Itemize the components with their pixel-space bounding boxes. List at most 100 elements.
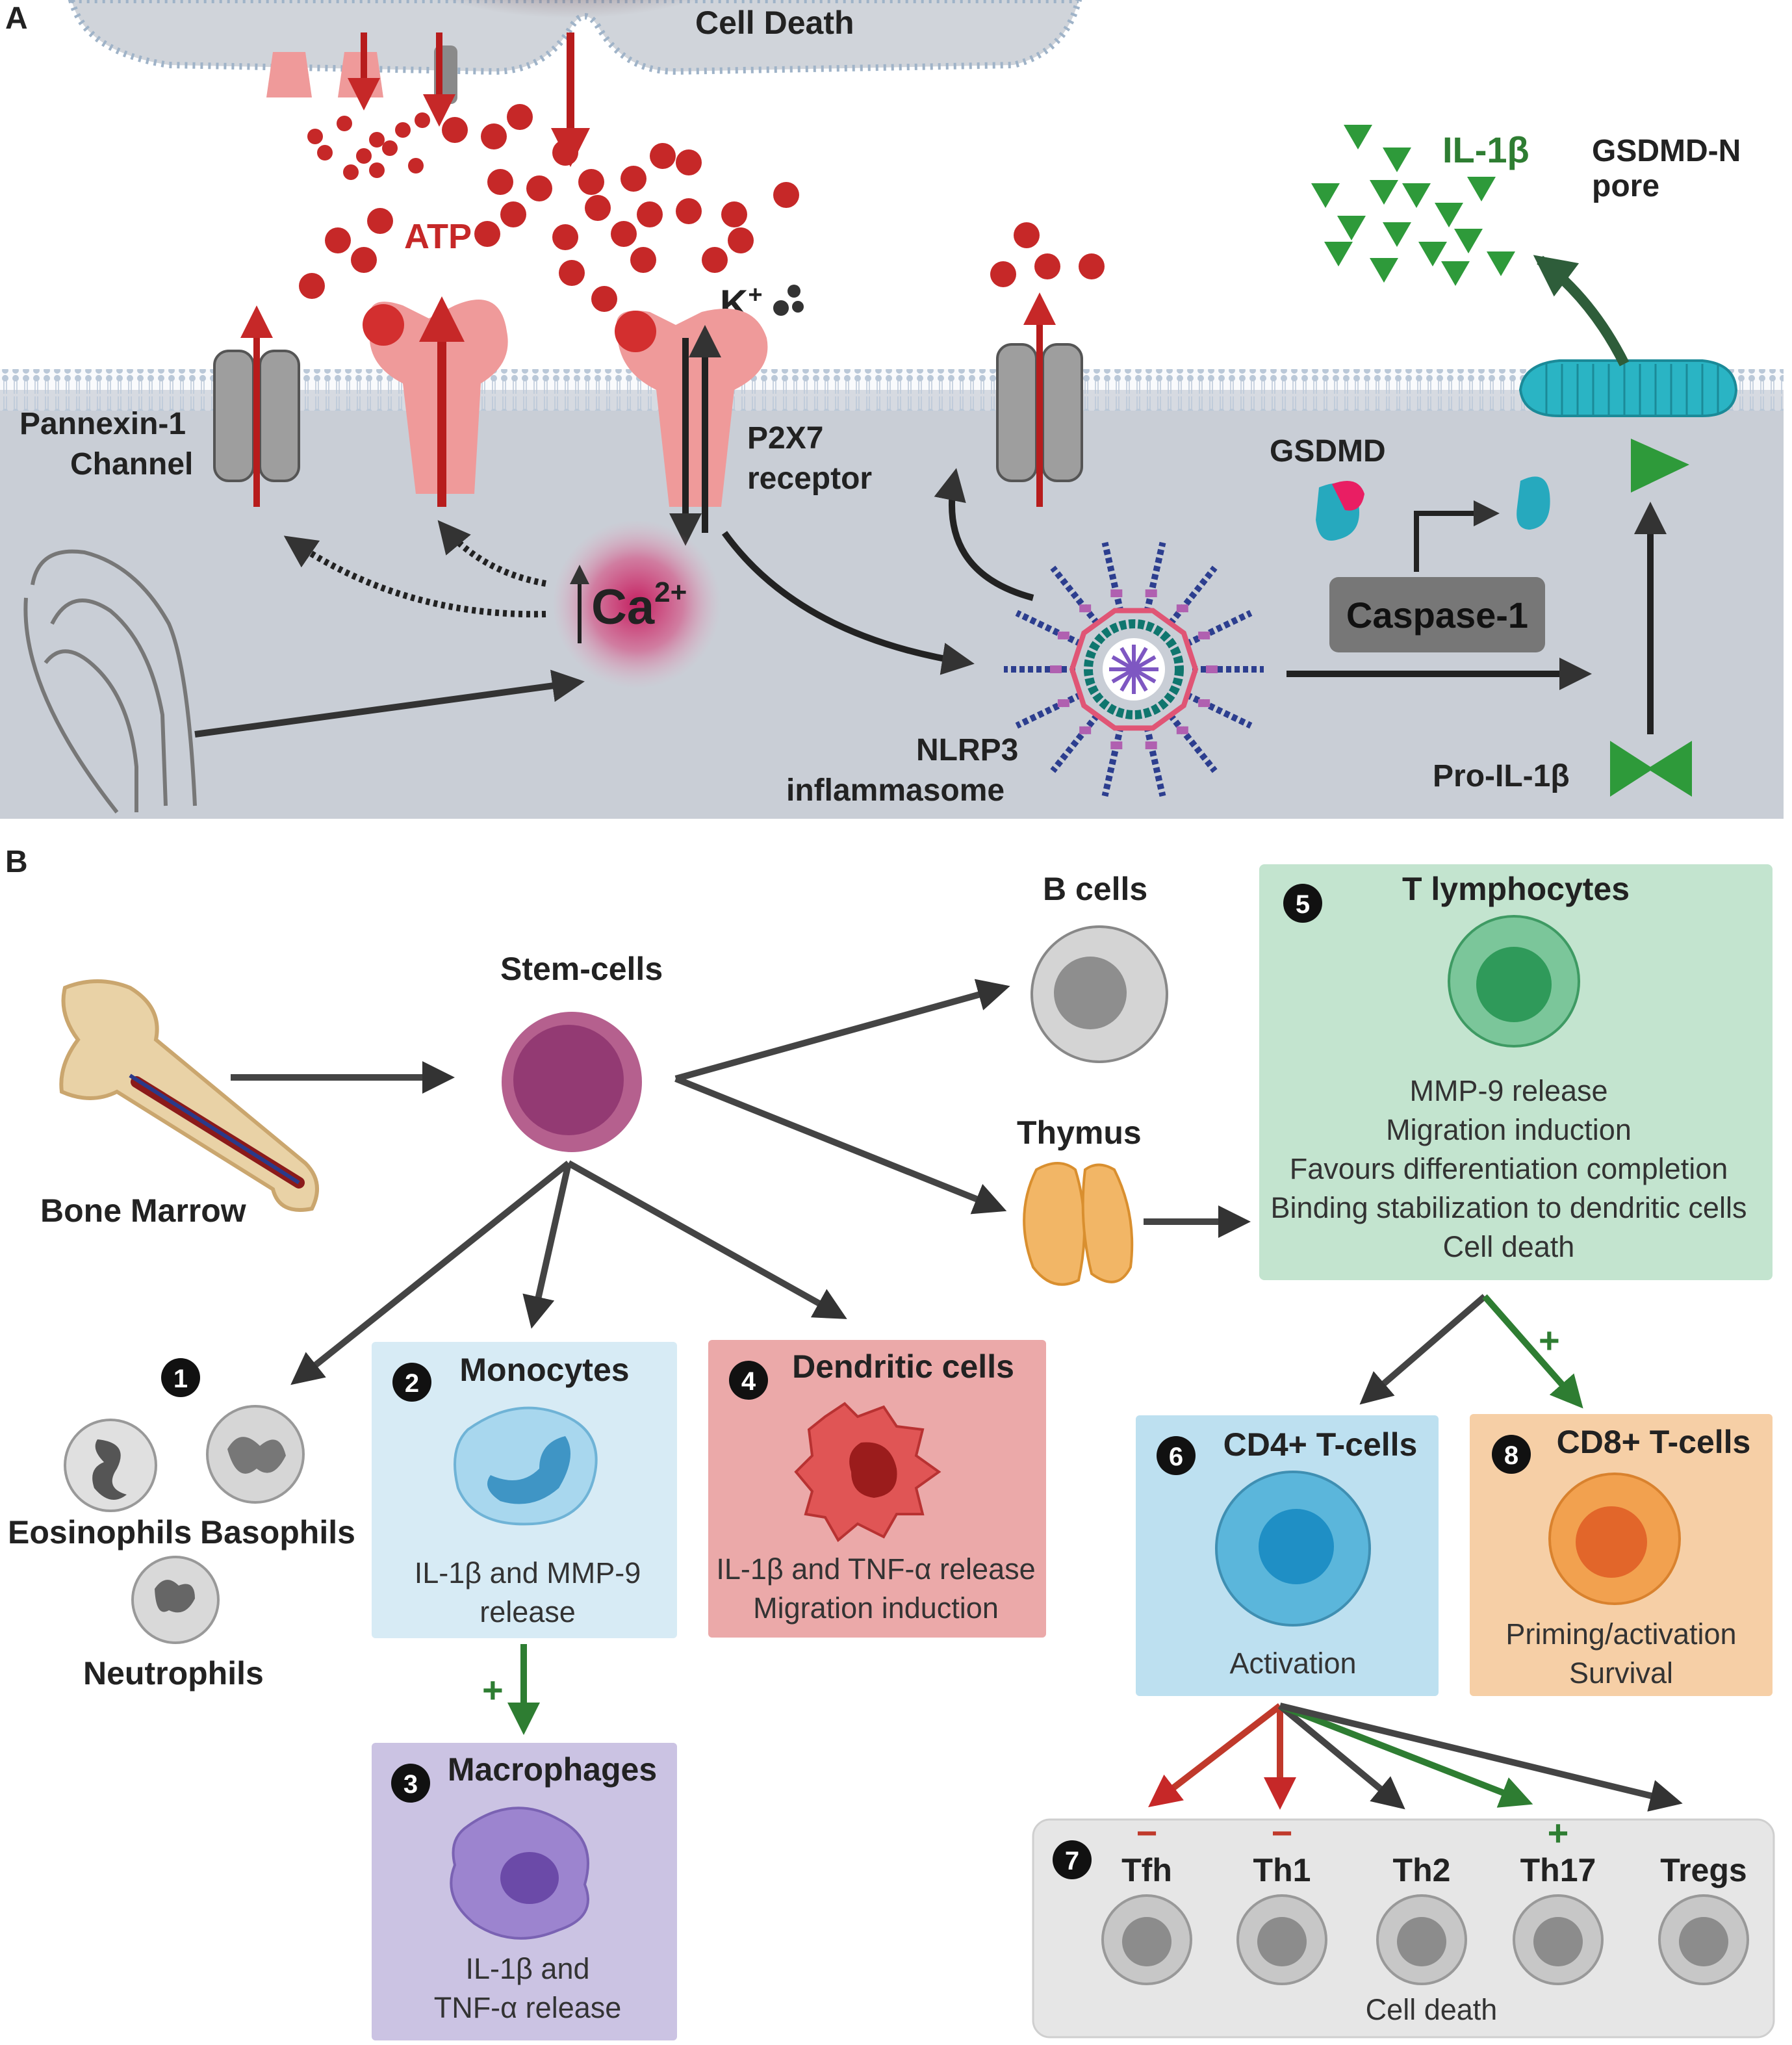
k-ions [773, 285, 804, 316]
il1b-triangle [1454, 229, 1483, 253]
bone-icon [59, 979, 319, 1212]
badge-5 [1283, 884, 1322, 923]
cd4-to-tregs-arrow [1279, 1703, 1683, 1812]
panel-b-letter: B [5, 845, 28, 879]
atp-dot [650, 143, 676, 169]
atp-dot [621, 166, 646, 192]
nlrp3-domain [1198, 631, 1210, 639]
b-cell-inner [1054, 957, 1127, 1029]
atp-dot [676, 149, 702, 175]
subset-label: Th17 [1520, 1852, 1596, 1888]
atp-dot [337, 116, 352, 131]
atp-dot [500, 201, 526, 227]
panel-a-letter: A [5, 1, 28, 36]
dendritic-line-2: Migration induction [753, 1591, 999, 1625]
subset-th1: −Th1 [1236, 1812, 1327, 1985]
badge-3-number: 3 [403, 1770, 418, 1799]
p2x7-to-nlrp3-arrow [721, 531, 975, 675]
atp-dot [442, 117, 468, 143]
subset-sign: + [1548, 1812, 1569, 1853]
cd8-cell-inner [1576, 1506, 1647, 1578]
calcium-label: Ca2+ [591, 576, 687, 635]
badge-6-number: 6 [1169, 1443, 1183, 1471]
atp-dot [481, 123, 507, 149]
subset-sign: − [1136, 1812, 1158, 1853]
stem-to-dendritic-arrow [567, 1160, 847, 1319]
eosinophils-label: Eosinophils [8, 1514, 192, 1550]
nlrp3-domain [1079, 604, 1092, 613]
nlrp3-arm [1184, 691, 1253, 729]
bone-marrow-label: Bone Marrow [40, 1192, 246, 1229]
caspase-box [1329, 577, 1545, 652]
atp-dot [702, 247, 728, 273]
gsdmd-label: GSDMD [1270, 434, 1386, 469]
panel-b: B Bone Marrow Stem-cells B cells Thymus [5, 845, 1775, 2040]
atp-dot [307, 129, 323, 144]
badge-3 [391, 1764, 430, 1803]
cd8-title: CD8+ T-cells [1557, 1424, 1751, 1460]
stem-to-bcells-arrow [674, 979, 1010, 1082]
atp-particles [299, 104, 799, 312]
atp-dot [395, 122, 411, 138]
atp-dot [369, 162, 385, 178]
macrophages-line-1: IL-1β and [465, 1952, 589, 1985]
atp-dot [637, 201, 663, 227]
subset-th2: Th2 [1376, 1852, 1467, 1985]
atp-dot [474, 221, 500, 247]
macrophages-title: Macrophages [448, 1751, 657, 1788]
nlrp3-domain [1057, 631, 1069, 639]
pore-label-1: GSDMD-N [1592, 134, 1741, 168]
t-lymph-line-3: Favours differentiation completion [1290, 1152, 1728, 1185]
atp-dot [676, 198, 702, 224]
subset-label: Th1 [1253, 1852, 1311, 1888]
pannexin-channel-left [213, 305, 300, 507]
cd8-plus-sign: + [1539, 1320, 1560, 1361]
er-to-ca-arrow [194, 669, 585, 738]
nlrp3-domain [1110, 589, 1123, 598]
badge-2-number: 2 [405, 1369, 419, 1398]
nlrp3-domain [1110, 741, 1123, 749]
atp-dot [585, 195, 611, 221]
caspase-spoke [1133, 655, 1157, 671]
nlrp3-arm [1101, 541, 1124, 613]
badge-1 [161, 1358, 200, 1397]
gsdmd-pore-icon [1518, 359, 1738, 417]
subset-label: Tregs [1660, 1852, 1747, 1888]
il1b-triangle [1383, 148, 1411, 172]
t-lymphocytes-box [1259, 864, 1773, 1280]
badge-7-number: 7 [1065, 1847, 1079, 1875]
pore-body [1518, 359, 1738, 417]
p2x7-label-1: P2X7 [747, 421, 823, 456]
nlrp3-arm [1015, 610, 1083, 647]
t-lymphocytes-title: T lymphocytes [1402, 871, 1630, 907]
atp-dot [351, 247, 377, 273]
pannexin-channel-right [990, 222, 1105, 507]
gsdmd-cleaved-icon [1517, 476, 1550, 530]
nlrp3-arm [1144, 725, 1166, 797]
atp-dot [552, 224, 578, 250]
nlrp3-domain [1206, 665, 1218, 673]
subset-th17: +Th17 [1513, 1812, 1604, 1985]
dotted-arrow-pannexin [283, 535, 546, 618]
il1b-triangle [1383, 222, 1411, 247]
il1b-triangle [1337, 216, 1366, 240]
stem-to-thymus-arrow [674, 1075, 1007, 1215]
monocytes-line-1: IL-1β and MMP-9 [415, 1556, 641, 1589]
dendritic-title: Dendritic cells [792, 1348, 1014, 1385]
eosinophil-icon [64, 1419, 157, 1512]
atp-dot [773, 182, 799, 208]
subset-cell-inner [1533, 1917, 1583, 1966]
badge-8 [1492, 1435, 1531, 1474]
atp-dot [630, 247, 656, 273]
nlrp3-arm [1144, 541, 1166, 613]
il1b-triangle [1467, 177, 1496, 201]
p2x7-receptor-b [615, 309, 768, 546]
pannexin-label-2: Channel [70, 447, 193, 482]
nlrp3-arm [1050, 713, 1100, 773]
atp-dot [356, 148, 372, 164]
macro-plus-sign: + [482, 1669, 504, 1710]
subset-tfh: −Tfh [1101, 1812, 1192, 1985]
pannexin-label-1: Pannexin-1 [19, 407, 186, 441]
nlrp3-arm [1168, 565, 1218, 626]
